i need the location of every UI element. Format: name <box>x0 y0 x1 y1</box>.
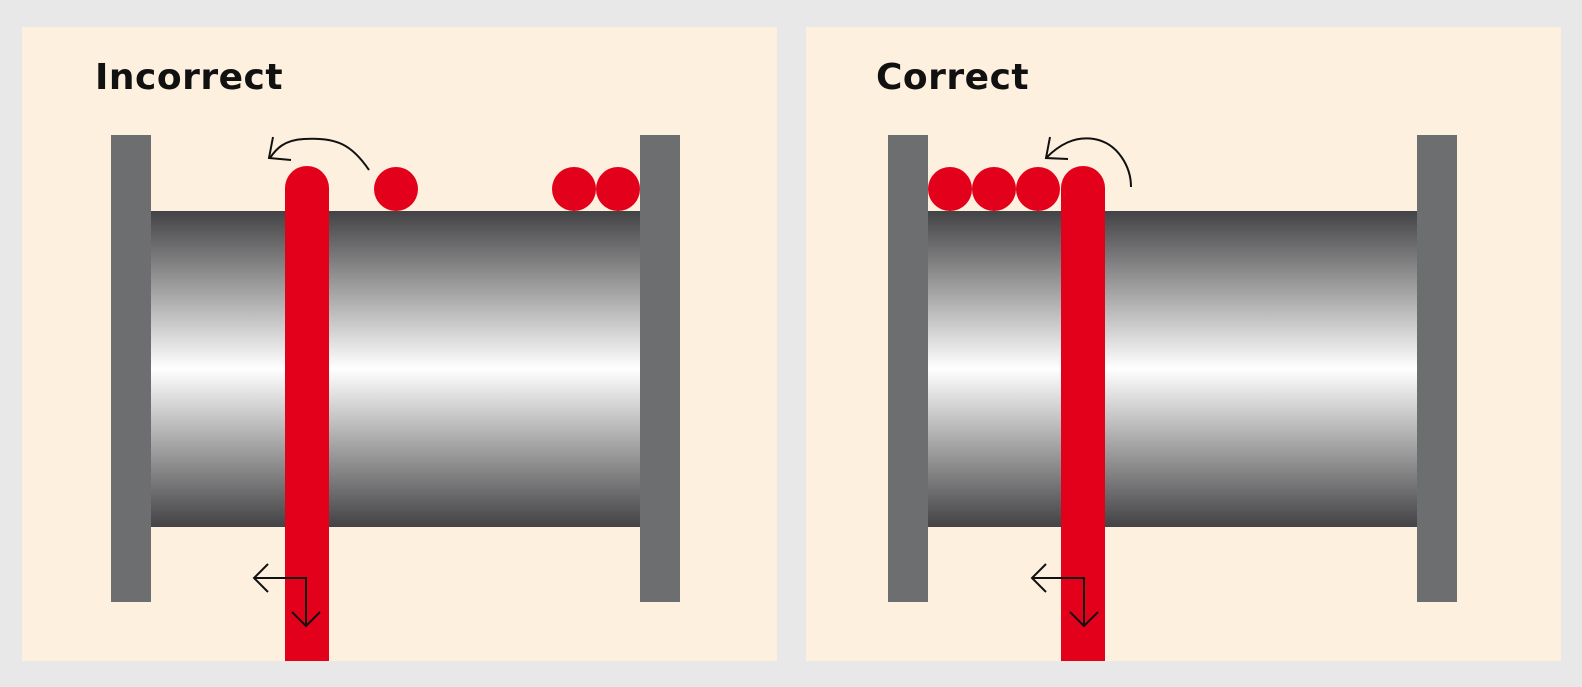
pull-direction-arrow <box>1030 563 1099 628</box>
spool-flange-left <box>111 135 151 602</box>
wire-turn <box>552 167 596 211</box>
wire-turn <box>972 167 1016 211</box>
spool-barrel <box>150 211 640 527</box>
spool-barrel <box>928 211 1418 527</box>
incorrect-panel: Incorrect <box>22 27 777 661</box>
winding-direction-arrow <box>267 136 370 171</box>
pull-direction-arrow <box>252 563 321 628</box>
wire-turn <box>928 167 972 211</box>
spool-flange-left <box>888 135 928 602</box>
wire-turn <box>1016 167 1060 211</box>
wire-turn <box>374 167 418 211</box>
spool-flange-right <box>1417 135 1457 602</box>
wire-strand <box>1061 166 1105 661</box>
spool-flange-right <box>640 135 680 602</box>
wire-turn <box>596 167 640 211</box>
wire-strand <box>285 166 329 661</box>
winding-direction-arrow <box>1044 136 1132 188</box>
correct-spool-diagram <box>888 135 1457 661</box>
incorrect-spool-diagram <box>111 135 680 661</box>
panel-title: Incorrect <box>95 57 284 98</box>
correct-panel: Correct <box>806 27 1561 661</box>
panel-title: Correct <box>876 57 1030 98</box>
